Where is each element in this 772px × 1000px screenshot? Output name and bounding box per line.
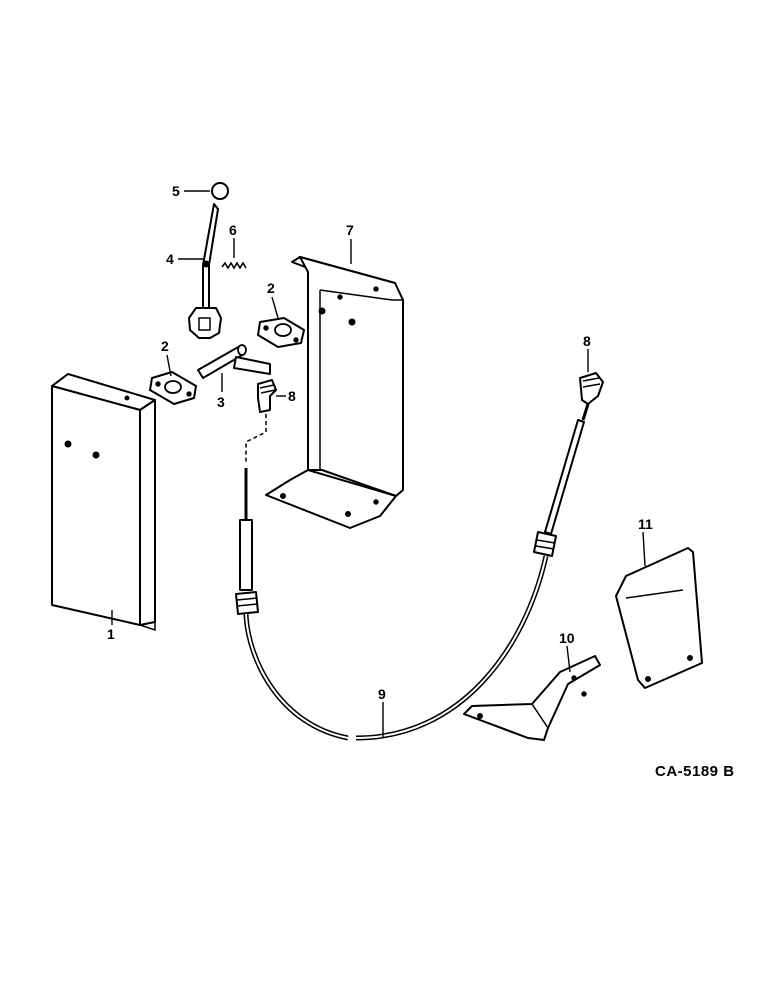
callout-cable: 9 (378, 686, 386, 702)
box-panel-part (265, 256, 404, 529)
callout-angle-bracket: 10 (559, 630, 575, 646)
cable-part (235, 403, 590, 741)
bracket-left-part (149, 371, 197, 405)
callout-bracket-left: 2 (161, 338, 169, 354)
fitting-right-part (579, 372, 604, 405)
drawing-code: CA-5189 B (655, 763, 735, 780)
callout-shield: 11 (638, 516, 653, 532)
lever-rod-part (188, 203, 222, 339)
shaft-part (197, 344, 271, 379)
spring-part (221, 261, 247, 270)
callout-labels: 5 4 6 2 2 3 7 8 8 1 9 10 11 (107, 183, 653, 702)
callout-leaders (111, 190, 646, 737)
callout-panel-left: 1 (107, 626, 115, 642)
callout-knob: 5 (172, 183, 180, 199)
fitting-center-part (257, 379, 277, 413)
callout-shaft: 3 (217, 394, 225, 410)
callout-box-panel: 7 (346, 222, 354, 238)
knob-part (211, 182, 229, 200)
callout-fitting-center: 8 (288, 388, 296, 404)
shield-part (615, 547, 703, 689)
panel-left-part (51, 373, 156, 632)
callout-bracket-right: 2 (267, 280, 275, 296)
callout-lever-rod: 4 (166, 251, 174, 267)
callout-spring: 6 (229, 222, 237, 238)
bracket-right-part (257, 317, 305, 348)
callout-fitting-right: 8 (583, 333, 591, 349)
angle-bracket-part (463, 655, 601, 741)
